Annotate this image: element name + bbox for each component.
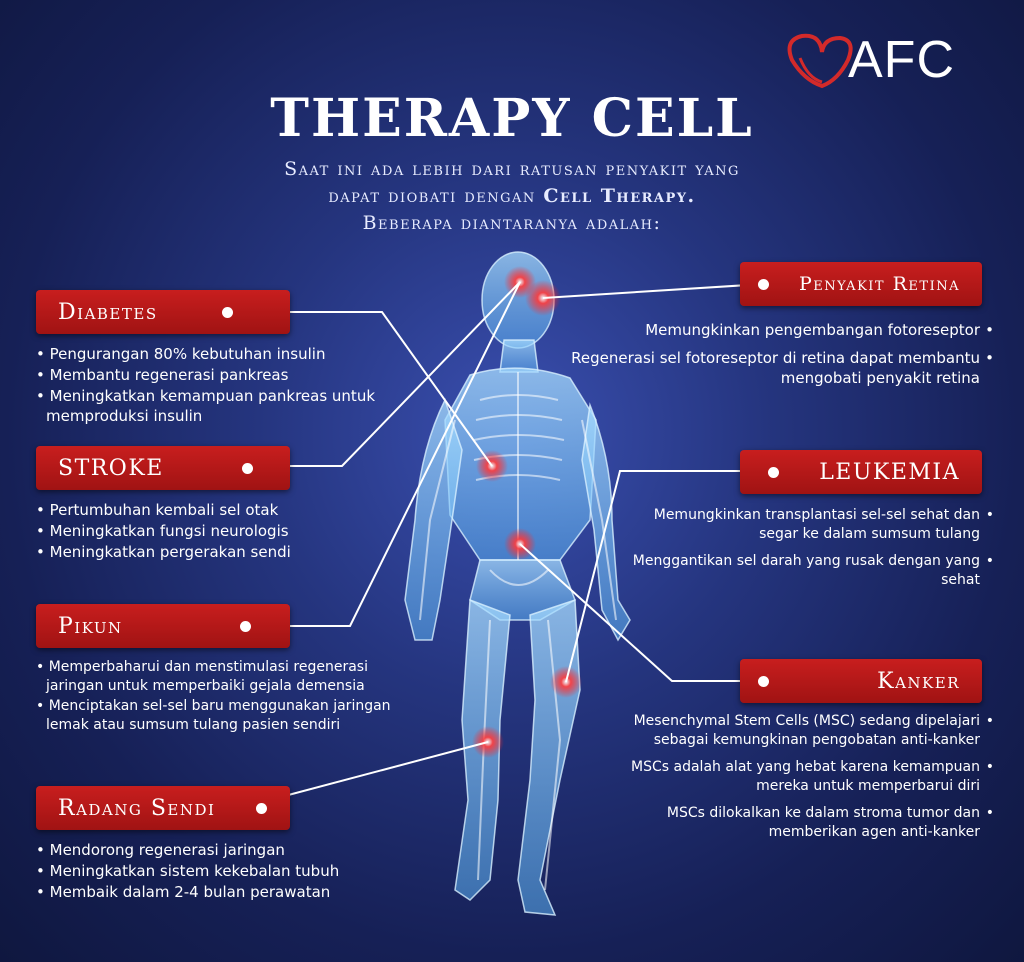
- list-diabetes: Pengurangan 80% kebutuhan insulin Memban…: [34, 344, 394, 427]
- label-penyakit-retina: Penyakit Retina: [740, 262, 982, 306]
- label-radang-sendi: Radang Sendi: [36, 786, 290, 830]
- page-title: THERAPY CELL: [270, 88, 754, 149]
- list-pikun: Memperbaharui dan menstimulasi regeneras…: [34, 658, 414, 736]
- connector-dot: [758, 279, 769, 290]
- list-kanker: Mesenchymal Stem Cells (MSC) sedang dipe…: [590, 712, 994, 850]
- subtitle-line-1: Saat ini ada lebih dari ratusan penyakit…: [284, 158, 740, 180]
- label-stroke: Stroke: [36, 446, 290, 490]
- connector-dot: [758, 676, 769, 687]
- connector-dot: [256, 803, 267, 814]
- subtitle-line-3: Beberapa diantaranya adalah:: [362, 212, 662, 234]
- connector-dot: [242, 463, 253, 474]
- afc-logo: [787, 33, 853, 89]
- list-leukemia: Memungkinkan transplantasi sel-sel sehat…: [620, 506, 994, 598]
- label-diabetes: Diabetes: [36, 290, 290, 334]
- list-radang-sendi: Mendorong regenerasi jaringan Meningkatk…: [34, 840, 414, 903]
- list-penyakit-retina: Memungkinkan pengembangan fotoreseptor R…: [570, 320, 994, 396]
- label-kanker: Kanker: [740, 659, 982, 703]
- subtitle-line-2: dapat diobati dengan Cell Therapy.: [328, 185, 696, 207]
- connector-dot: [222, 307, 233, 318]
- connector-dot: [240, 621, 251, 632]
- label-leukemia: Leukemia: [740, 450, 982, 494]
- brand-name: AFC: [848, 31, 955, 89]
- label-pikun: Pikun: [36, 604, 290, 648]
- connector-dot: [768, 467, 779, 478]
- list-stroke: Pertumbuhan kembali sel otak Meningkatka…: [34, 500, 394, 563]
